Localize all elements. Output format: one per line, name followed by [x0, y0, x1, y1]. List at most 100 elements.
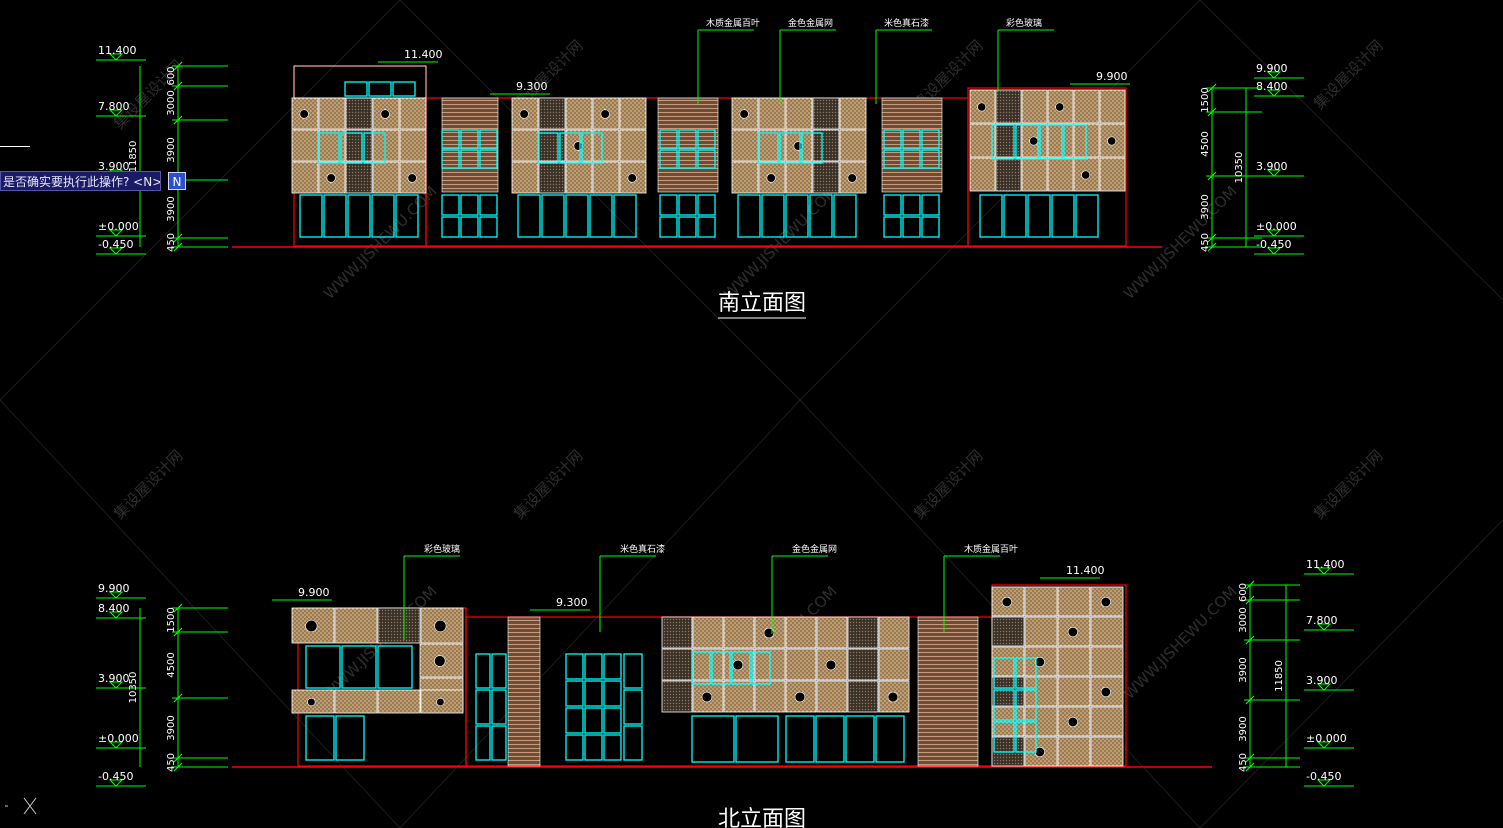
level-triangle	[108, 779, 124, 787]
perforation	[305, 619, 318, 633]
ucs-axis-icon	[5, 797, 37, 815]
facade-panel	[1073, 89, 1100, 124]
window-frame	[979, 194, 1003, 238]
dimension-slash	[173, 233, 183, 243]
facade-panel	[538, 97, 566, 130]
window-frame	[475, 725, 491, 761]
window-frame	[340, 132, 363, 164]
window-frame	[603, 653, 622, 680]
facade-panel	[1057, 736, 1091, 767]
top-level-label: 9.900	[298, 586, 330, 599]
window-frame	[785, 194, 809, 238]
top-level-label: 11.400	[1066, 564, 1105, 577]
dimension-slash	[173, 627, 183, 637]
window-frame	[991, 124, 1015, 160]
level-triangle	[108, 53, 124, 61]
perforation	[627, 173, 637, 183]
dimension-text: 600	[166, 66, 177, 85]
facade-panel	[1099, 157, 1126, 192]
watermark-text: 集设屋设计网	[1310, 446, 1386, 522]
facade-panel	[785, 616, 817, 649]
perforation	[380, 109, 390, 119]
level-label: ±0.000	[1256, 220, 1297, 233]
perforation	[1067, 626, 1078, 638]
north-elevation-title: 北立面图	[718, 807, 806, 828]
dimension-slash	[1245, 635, 1255, 645]
window-frame	[875, 715, 905, 763]
dimension-total: 10350	[1234, 152, 1245, 184]
watermark-diagonal	[0, 399, 401, 828]
facade-panel	[592, 161, 620, 194]
north-elevation[interactable]: 9.9008.4003.900±0.000-0.4501500450039004…	[96, 558, 1354, 787]
level-label: 3.900	[98, 672, 130, 685]
facade-panel	[1024, 616, 1058, 647]
perforation	[1107, 136, 1117, 146]
window-frame	[809, 194, 833, 238]
facade-panel	[345, 97, 373, 130]
dimension-slash	[173, 693, 183, 703]
level-label: 3.900	[1306, 674, 1338, 687]
command-prompt: 是否确实要执行此操作? <N>	[0, 171, 161, 191]
window-frame	[479, 194, 498, 216]
window-frame	[613, 194, 637, 238]
facade-panel	[1057, 646, 1091, 677]
callout-label: 米色真石漆	[884, 17, 929, 29]
window-frame	[801, 132, 823, 164]
perforation	[793, 141, 803, 151]
window-frame	[1015, 657, 1037, 689]
facade-panel	[619, 97, 647, 130]
perforation	[1100, 596, 1111, 608]
facade-panel	[1090, 616, 1124, 647]
window-frame	[1015, 124, 1039, 160]
watermark-text: 集设屋设计网	[910, 446, 986, 522]
dimension-text: 450	[1200, 233, 1211, 252]
level-label: -0.450	[1256, 238, 1291, 251]
facade-panel	[1090, 646, 1124, 677]
callout-label: 彩色玻璃	[1006, 17, 1042, 29]
callout-label: 米色真石漆	[620, 543, 665, 555]
dimension-slash	[1245, 762, 1255, 772]
window-frame	[537, 132, 559, 164]
window-frame	[371, 194, 395, 238]
perforation	[434, 655, 446, 667]
dimension-slash	[1207, 83, 1217, 93]
watermark-diagonal	[399, 0, 801, 401]
window-frame	[565, 734, 584, 761]
window-frame	[1003, 194, 1027, 238]
window-frame	[691, 651, 711, 685]
window-frame	[761, 194, 785, 238]
perforation	[825, 659, 837, 671]
watermark-text: 集设屋设计网	[110, 446, 186, 522]
window-frame	[584, 734, 603, 761]
facade-panel	[661, 616, 693, 649]
facade-panel	[758, 129, 786, 162]
top-level-label: 9.900	[1096, 70, 1128, 83]
facade-panel	[839, 129, 867, 162]
window-frame	[921, 194, 940, 216]
window-frame	[1015, 689, 1037, 721]
facade-panel	[291, 161, 319, 194]
window-frame	[678, 194, 697, 216]
perforation	[600, 109, 610, 119]
dimension-text: 450	[1238, 753, 1249, 772]
level-triangle	[108, 611, 124, 619]
facade-panel	[878, 648, 910, 681]
wood-louver	[657, 97, 719, 193]
command-input[interactable]: N	[168, 172, 186, 190]
window-frame	[603, 734, 622, 761]
south-elevation[interactable]: 11.4007.8003.900±0.000-0.450600300039003…	[96, 44, 1304, 255]
facade-panel	[377, 689, 421, 714]
level-triangle	[108, 681, 124, 689]
callout-label: 金色金属网	[788, 17, 833, 29]
dimension-slash	[1245, 753, 1255, 763]
window-frame	[341, 645, 377, 689]
window-frame	[921, 129, 940, 149]
window-frame	[565, 707, 584, 734]
window-frame	[659, 216, 678, 238]
perforation	[1081, 170, 1091, 180]
level-label: -0.450	[98, 770, 133, 783]
top-level-label: 11.400	[404, 48, 443, 61]
dimension-total: 10350	[128, 672, 139, 704]
dimension-text: 450	[166, 233, 177, 252]
